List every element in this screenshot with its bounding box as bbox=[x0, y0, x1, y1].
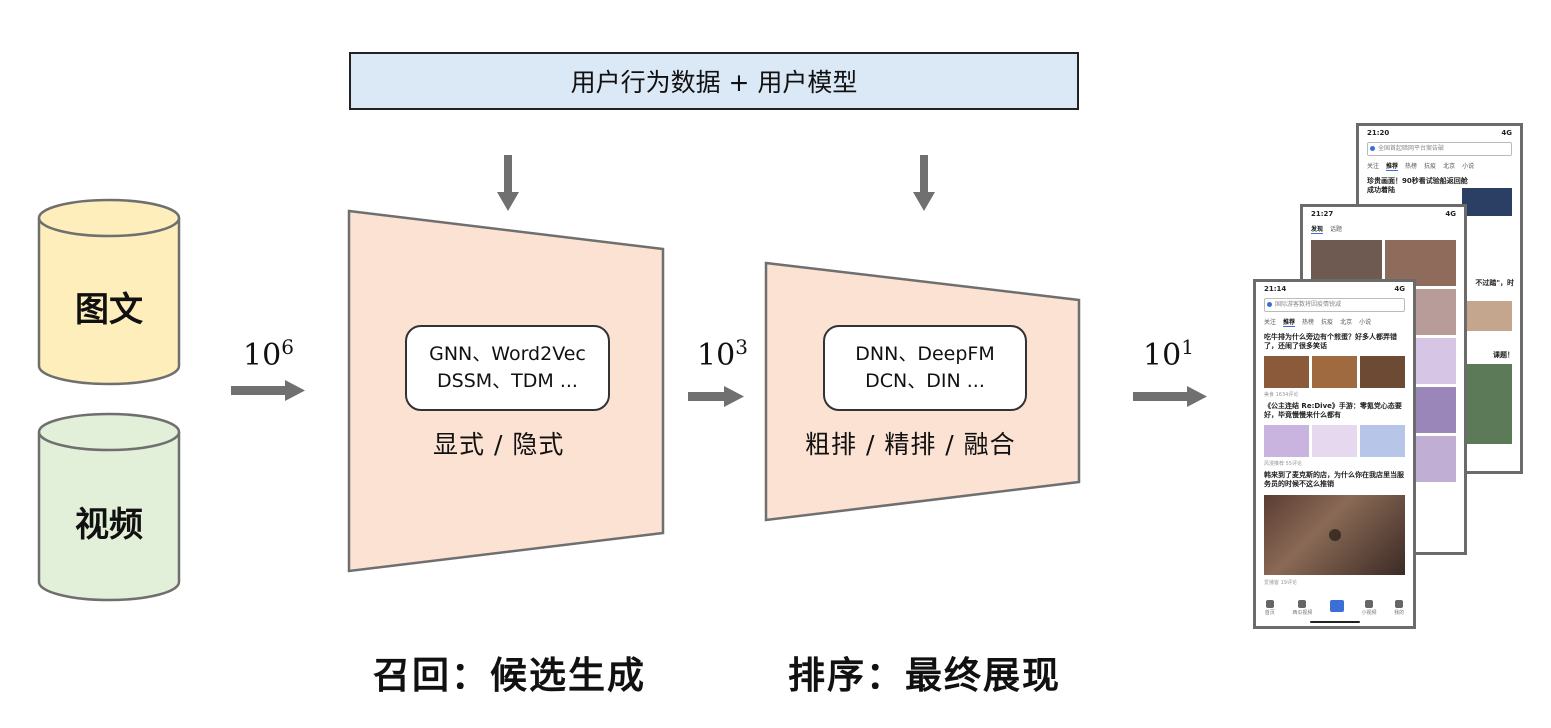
feed-tabs: 关注推荐热榜抗疫北京小说 bbox=[1264, 319, 1372, 327]
ranking-caption: 排序：最终展现 bbox=[788, 654, 1061, 697]
news-meta-3: 爱播客 19评论 bbox=[1264, 580, 1297, 586]
ranking-stages: 粗排 / 精排 / 融合 bbox=[805, 430, 1016, 459]
news-headline: 珍贵画面！90秒看试验船返回舱成功着陆 bbox=[1367, 177, 1468, 194]
news-thumbnail bbox=[1462, 188, 1512, 216]
discover-tabs: 发现话题 bbox=[1311, 226, 1343, 234]
snippet-2: 课题！ bbox=[1493, 351, 1514, 359]
recall-stages: 显式 / 隐式 bbox=[433, 430, 565, 459]
down-arrow-recall bbox=[497, 155, 519, 211]
home-indicator bbox=[1309, 621, 1360, 623]
right-arrow-1 bbox=[231, 380, 305, 401]
thumb-b bbox=[1466, 364, 1512, 444]
recall-algo-line1: GNN、Word2Vec bbox=[429, 343, 586, 365]
ranking-algorithms-box: DNN、DeepFM DCN、DIN ... bbox=[823, 325, 1027, 411]
recall-algo-line2: DSSM、TDM ... bbox=[437, 370, 578, 392]
snippet-1: 不过踏"，时 bbox=[1475, 279, 1514, 287]
recall-algorithms-box: GNN、Word2Vec DSSM、TDM ... bbox=[405, 325, 610, 411]
search-bar: 全国首起暗网平台案告破 bbox=[1367, 142, 1512, 156]
news-thumbs-2 bbox=[1256, 423, 1413, 459]
ranking-algo-line2: DCN、DIN ... bbox=[865, 370, 985, 392]
source-text-image-label: 图文 bbox=[75, 290, 143, 330]
recall-caption: 召回：候选生成 bbox=[373, 654, 646, 697]
news-thumbs-1 bbox=[1256, 354, 1413, 390]
cylinder-text-image bbox=[37, 198, 181, 386]
news-meta-1: 美食 1634评论 bbox=[1264, 392, 1299, 398]
user-behavior-box: 用户行为数据 + 用户模型 bbox=[349, 52, 1079, 110]
news-video bbox=[1264, 495, 1405, 575]
user-behavior-label: 用户行为数据 + 用户模型 bbox=[570, 68, 858, 97]
ranking-algo-line1: DNN、DeepFM bbox=[855, 343, 995, 365]
search-bar: 国际游客数将因疫情锐减 bbox=[1264, 298, 1405, 312]
magnitude-2: 103 bbox=[697, 335, 748, 373]
down-arrow-ranking bbox=[913, 155, 935, 211]
right-arrow-3 bbox=[1133, 386, 1207, 407]
news-meta-2: 风漫推荐 55评论 bbox=[1264, 461, 1302, 467]
magnitude-3: 101 bbox=[1143, 335, 1194, 373]
right-arrow-2 bbox=[688, 386, 744, 407]
magnitude-1: 106 bbox=[243, 335, 294, 373]
cylinder-video bbox=[37, 412, 181, 602]
source-video-label: 视频 bbox=[75, 505, 143, 545]
news-headline-1: 吃牛排为什么旁边有个煎蛋？好多人都弄错了，还闹了很多笑话 bbox=[1264, 333, 1397, 350]
feed-tabs: 关注推荐热榜抗疫北京小说 bbox=[1367, 163, 1475, 171]
news-headline-3: 韩来到了麦克斯的店，为什么你在我店里当服务员的时候不这么推销 bbox=[1264, 471, 1404, 488]
news-headline-2: 《公主连结 Re:Dive》手游：零氪党心态要好，毕竟慢慢来什么都有 bbox=[1264, 402, 1402, 419]
thumb-a bbox=[1466, 301, 1512, 331]
bottom-nav: 首页 西瓜视频 小视频 我的 bbox=[1256, 600, 1413, 616]
